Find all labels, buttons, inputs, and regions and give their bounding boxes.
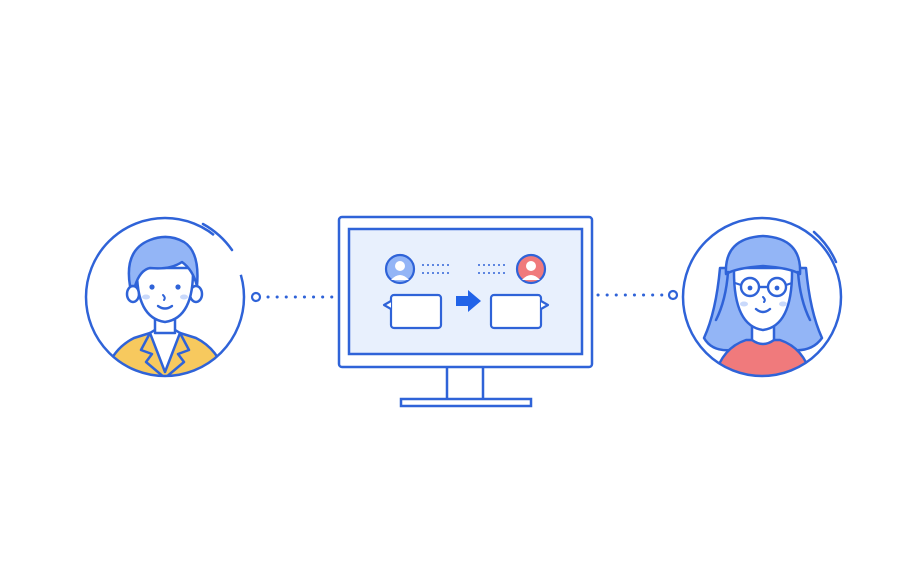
right-connector-dots [596,289,679,301]
user-blue-icon [384,253,416,285]
left-message-box [382,293,443,330]
left-connector-dots [250,291,335,303]
right-arrow-icon [456,290,481,312]
right-message-box [489,293,550,330]
man-avatar-icon [84,216,246,378]
left-ring-accent [201,222,234,252]
woman-avatar-icon [681,216,843,378]
desktop-monitor-icon [337,215,594,408]
user-red-icon [515,253,547,285]
